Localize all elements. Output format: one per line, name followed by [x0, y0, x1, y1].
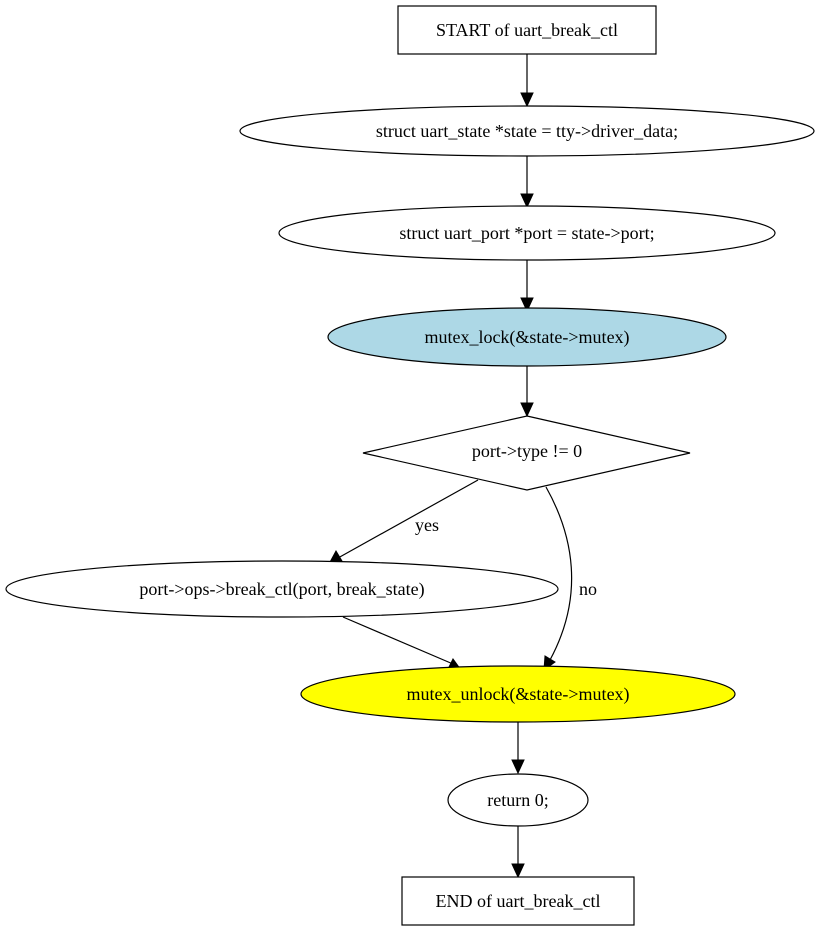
port-declaration-label: struct uart_port *port = state->port; — [399, 223, 654, 243]
mutex-unlock-label: mutex_unlock(&state->mutex) — [406, 684, 629, 705]
start-box — [397, 5, 657, 55]
node-mutex-lock[interactable]: mutex_lock(&state->mutex) — [327, 307, 727, 367]
edge-condition-yes: yes — [328, 479, 479, 565]
end-box — [401, 876, 635, 926]
edge-label-yes: yes — [415, 515, 439, 535]
end-label: END of uart_break_ctl — [436, 891, 601, 911]
edge-condition-no: no — [543, 486, 597, 672]
arrowhead — [511, 759, 525, 775]
nodes: START of uart_break_ctl struct uart_stat… — [5, 5, 815, 926]
start-label: START of uart_break_ctl — [436, 20, 618, 40]
node-end[interactable]: END of uart_break_ctl — [401, 876, 635, 926]
return-ellipse — [447, 773, 589, 827]
port-declaration-ellipse — [278, 205, 776, 261]
edge-port-to-lock — [520, 260, 534, 313]
state-declaration-label: struct uart_state *state = tty->driver_d… — [376, 121, 678, 141]
edge-state-to-port — [520, 156, 534, 209]
condition-label: port->type != 0 — [472, 441, 582, 461]
return-label: return 0; — [487, 790, 548, 810]
break-call-label: port->ops->break_ctl(port, break_state) — [139, 579, 424, 600]
edge-start-to-state — [520, 54, 534, 108]
arrowhead — [520, 402, 534, 418]
node-port-declaration[interactable]: struct uart_port *port = state->port; — [278, 205, 776, 261]
edge-unlock-to-return — [511, 722, 525, 775]
edge-break-to-unlock — [342, 616, 463, 671]
node-break-call[interactable]: port->ops->break_ctl(port, break_state) — [5, 560, 559, 618]
mutex-lock-label: mutex_lock(&state->mutex) — [424, 327, 629, 348]
node-mutex-unlock[interactable]: mutex_unlock(&state->mutex) — [300, 665, 736, 723]
edge-lock-to-condition — [520, 366, 534, 418]
break-call-ellipse — [5, 560, 559, 618]
edge-return-to-end — [511, 826, 525, 879]
arrowhead — [520, 193, 534, 209]
node-state-declaration[interactable]: struct uart_state *state = tty->driver_d… — [239, 105, 815, 157]
mutex-lock-ellipse — [327, 307, 727, 367]
mutex-unlock-ellipse — [300, 665, 736, 723]
arrowhead — [520, 92, 534, 108]
node-condition[interactable]: port->type != 0 — [362, 415, 691, 491]
node-start[interactable]: START of uart_break_ctl — [397, 5, 657, 55]
state-declaration-ellipse — [239, 105, 815, 157]
node-return[interactable]: return 0; — [447, 773, 589, 827]
condition-diamond — [362, 415, 691, 491]
arrowhead — [520, 297, 534, 313]
arrowhead — [511, 863, 525, 879]
edge-label-no: no — [579, 579, 597, 599]
